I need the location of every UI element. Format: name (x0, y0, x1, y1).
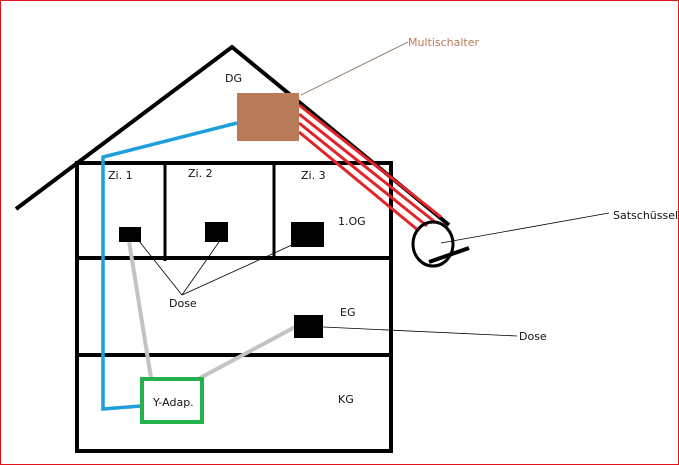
multischalter-label: Multischalter (408, 36, 480, 49)
zi3-label: Zi. 3 (301, 169, 326, 182)
dose-eg-label: Dose (519, 330, 547, 343)
dose-eg-leader (322, 326, 518, 337)
outlet-zi2 (205, 222, 228, 242)
y-adapter-box (140, 377, 204, 424)
dose-og-label: Dose (169, 297, 197, 310)
outlet-eg (294, 315, 323, 338)
eg-label: EG (340, 306, 355, 319)
dose-leaders (138, 240, 295, 296)
multischalter-leader (300, 41, 409, 96)
sat-cables (298, 103, 442, 233)
sat-dish-arm (428, 246, 470, 264)
sat-dish-icon (411, 220, 455, 268)
grey-cable (127, 240, 153, 379)
outlet-zi3 (291, 222, 324, 247)
dg-label: DG (225, 72, 242, 85)
y-adapter-label: Y-Adap. (152, 396, 194, 409)
satschuessel-leader (440, 212, 610, 244)
kg-label: KG (338, 393, 354, 406)
zi1-label: Zi. 1 (108, 169, 133, 182)
floor-kg (75, 353, 393, 453)
zi2-label: Zi. 2 (188, 167, 213, 180)
grey-cable (199, 325, 296, 380)
blue-cable (101, 121, 238, 411)
outlet-zi1 (119, 227, 141, 242)
multischalter-box (237, 93, 299, 141)
1og-label: 1.OG (338, 215, 366, 228)
satschuessel-label: Satschüssel (613, 209, 678, 222)
